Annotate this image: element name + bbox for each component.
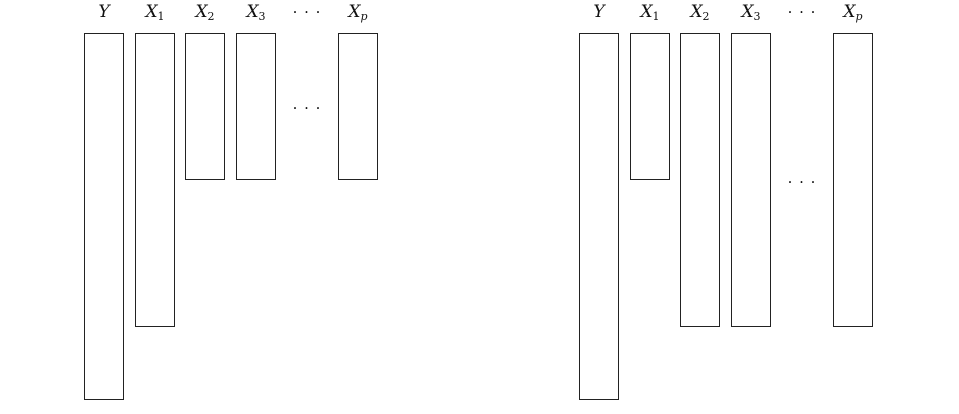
column-label-subscript: 3 xyxy=(753,10,761,23)
column-label-x3: X3 xyxy=(234,1,278,23)
column-label-x3: X3 xyxy=(729,1,773,23)
column-label-subscript: 1 xyxy=(652,10,660,23)
variable-bar-x1 xyxy=(630,33,670,180)
variable-bar-y xyxy=(579,33,619,400)
column-label-var: X xyxy=(246,2,259,22)
column-label-subscript: 2 xyxy=(207,10,215,23)
column-label-x2: X2 xyxy=(678,1,722,23)
column-label-var: · · · xyxy=(787,3,817,21)
variable-bar-x3 xyxy=(731,33,771,327)
column-label-var: · · · xyxy=(292,3,322,21)
column-label-xp: Xp xyxy=(336,1,380,23)
column-label-var: X xyxy=(145,2,158,22)
variable-bar-y xyxy=(84,33,124,400)
column-label-x2: X2 xyxy=(183,1,227,23)
column-label-var: X xyxy=(348,2,361,22)
column-label-xp: Xp xyxy=(831,1,875,23)
column-label-var: X xyxy=(195,2,208,22)
column-label-x1: X1 xyxy=(628,1,672,23)
gap-ellipsis: · · · xyxy=(292,99,322,117)
variable-bar-xp xyxy=(338,33,378,180)
column-label-subscript: p xyxy=(360,10,368,23)
column-label-ellipsis: · · · xyxy=(285,1,329,23)
column-label-var: X xyxy=(640,2,653,22)
column-label-y: Y xyxy=(577,1,621,23)
column-label-subscript: 3 xyxy=(258,10,266,23)
variable-bar-x2 xyxy=(680,33,720,327)
column-label-subscript: p xyxy=(855,10,863,23)
gap-ellipsis: · · · xyxy=(787,173,817,191)
variable-bar-xp xyxy=(833,33,873,327)
column-label-var: X xyxy=(690,2,703,22)
column-label-y: Y xyxy=(82,1,126,23)
column-label-var: X xyxy=(843,2,856,22)
column-label-var: Y xyxy=(98,2,110,22)
column-label-var: Y xyxy=(593,2,605,22)
variable-bar-x2 xyxy=(185,33,225,180)
variable-bar-x3 xyxy=(236,33,276,180)
column-label-subscript: 1 xyxy=(157,10,165,23)
column-label-var: X xyxy=(741,2,754,22)
column-label-x1: X1 xyxy=(133,1,177,23)
variable-bar-x1 xyxy=(135,33,175,327)
column-label-subscript: 2 xyxy=(702,10,710,23)
column-label-ellipsis: · · · xyxy=(780,1,824,23)
